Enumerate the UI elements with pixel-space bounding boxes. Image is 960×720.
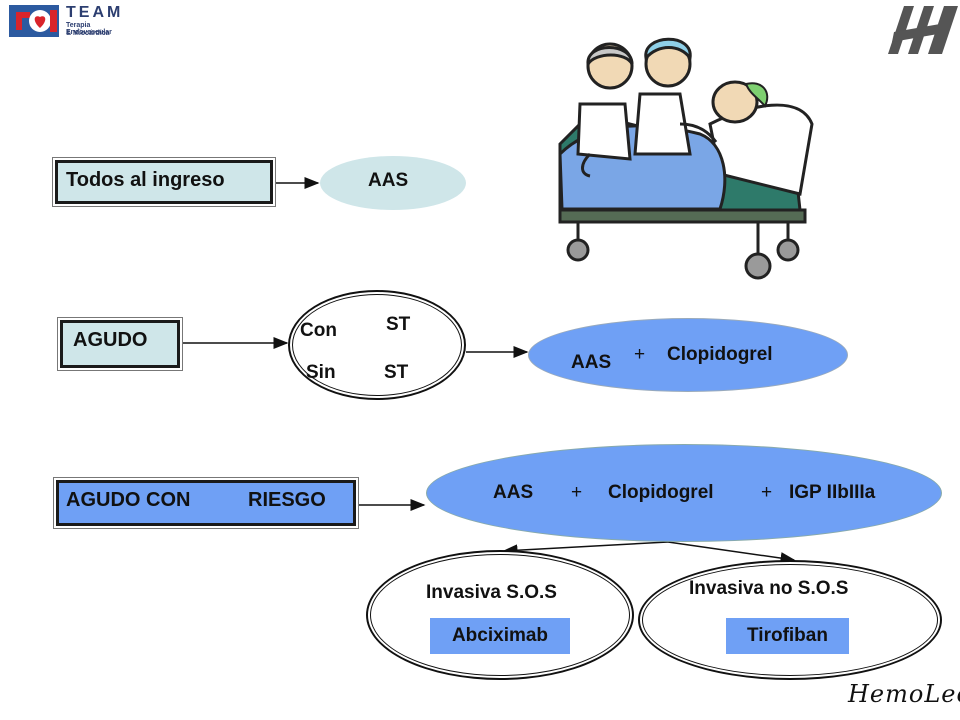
box-todos-al-ingreso-label: Todos al ingreso bbox=[66, 169, 225, 191]
label-sin: Sin bbox=[306, 362, 336, 383]
ellipse-aas bbox=[320, 156, 466, 210]
invasiva-sos-title: Invasiva S.O.S bbox=[426, 582, 557, 603]
brand-line1: Terapia Endovascular bbox=[66, 22, 112, 36]
r2-clopidogrel: Clopidogrel bbox=[667, 344, 773, 365]
ellipse-aas-label: AAS bbox=[368, 170, 409, 191]
patient-in-bed-illustration bbox=[558, 37, 814, 280]
r3-plus2: + bbox=[761, 482, 773, 503]
badge-tirofiban: Tirofiban bbox=[726, 618, 849, 654]
r3-clopidogrel: Clopidogrel bbox=[608, 482, 714, 503]
hospital-emblem-icon bbox=[888, 6, 958, 54]
box-agudo-con-riesgo bbox=[56, 480, 356, 526]
r2-aas: AAS bbox=[571, 352, 612, 373]
ellipse-aas-clopidogrel bbox=[528, 318, 848, 392]
badge-abciximab: Abciximab bbox=[430, 618, 570, 654]
label-con: Con bbox=[300, 320, 337, 341]
label-st-bottom: ST bbox=[384, 362, 409, 383]
heart-logo-icon bbox=[9, 5, 59, 37]
invasiva-no-sos-title: Invasiva no S.O.S bbox=[689, 578, 849, 599]
team-logo: TEAM Terapia Endovascular & Miocárdica bbox=[8, 4, 138, 40]
box-agudo bbox=[60, 320, 180, 368]
brand-name: TEAM bbox=[66, 4, 124, 21]
box-agudo-label: AGUDO bbox=[73, 329, 148, 351]
box-todos-al-ingreso bbox=[55, 160, 273, 204]
signature-hemoleon: HemoLeon bbox=[848, 680, 960, 708]
r3-aas: AAS bbox=[493, 482, 534, 503]
r2-plus: + bbox=[634, 344, 646, 365]
box-agudo-con-label: AGUDO CON bbox=[66, 489, 191, 511]
brand-line2: & Miocárdica bbox=[66, 30, 110, 37]
r3-igp: IGP IIbIIIa bbox=[789, 482, 876, 503]
r3-plus1: + bbox=[571, 482, 583, 503]
ellipse-triple-therapy bbox=[426, 444, 942, 542]
label-st-top: ST bbox=[386, 314, 411, 335]
box-riesgo-label: RIESGO bbox=[248, 489, 326, 511]
